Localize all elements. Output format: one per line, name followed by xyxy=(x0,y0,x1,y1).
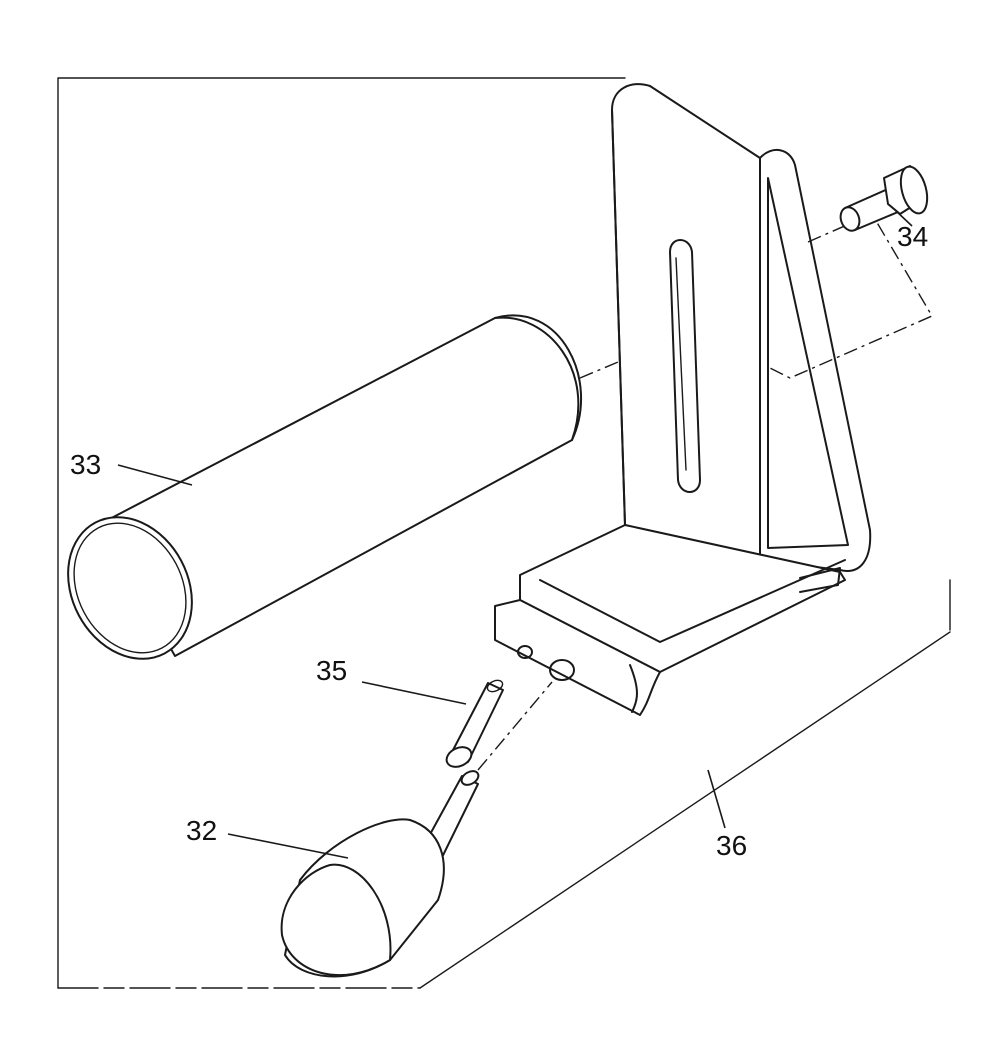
part-34-bolt xyxy=(839,165,929,232)
label-part-34: 34 xyxy=(897,221,928,252)
label-part-35: 35 xyxy=(316,655,347,686)
part-36-bracket xyxy=(494,83,872,716)
part-35-pin xyxy=(445,679,504,768)
frame-border xyxy=(57,77,951,989)
label-part-33: 33 xyxy=(70,449,101,480)
label-part-36: 36 xyxy=(716,830,747,861)
part-33-tube xyxy=(67,314,582,660)
label-part-32: 32 xyxy=(186,815,217,846)
axis-line-knob xyxy=(477,681,553,771)
leader-lines xyxy=(117,209,913,859)
part-32-knob xyxy=(280,770,480,978)
